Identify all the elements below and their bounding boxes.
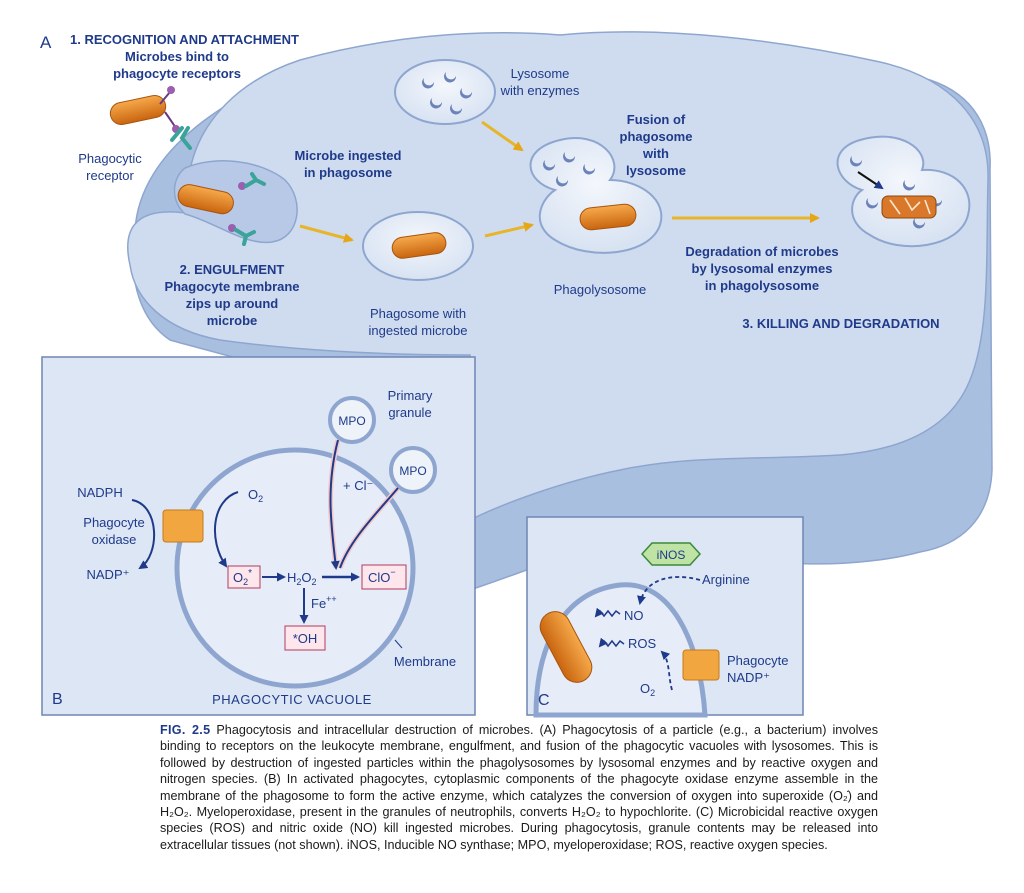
panel-c-letter: C — [538, 692, 550, 709]
panel-c: C iNOS Arginine NO ROS O2 Phagocyte NADP… — [526, 516, 804, 718]
primary-granule-1 — [328, 396, 376, 444]
nadp-label: NADP⁺ — [87, 567, 130, 582]
phagocytic-vacuole — [174, 447, 416, 689]
hydroxyl-box — [284, 625, 326, 651]
panel-b-letter: B — [52, 691, 63, 708]
membrane-label: Membrane — [394, 654, 456, 669]
h2o2-label: H2O2 — [287, 570, 317, 587]
phagosome-label-2: ingested microbe — [369, 323, 468, 338]
nadph-label: NADPH — [77, 485, 123, 500]
engulfment-pocket — [173, 160, 298, 244]
primary-granule-label-2: granule — [388, 405, 431, 420]
arrow-lysosome-to-fusion — [481, 120, 524, 152]
panel-c-microbe — [539, 611, 593, 683]
step2-line1: Phagocyte membrane — [164, 279, 299, 294]
phagocytosis-figure: A 1. RECOGNITION AND ATTACHMENT Microbes… — [40, 31, 993, 718]
phagolysosome-label: Phagolysosome — [554, 282, 647, 297]
step1-title: 1. RECOGNITION AND ATTACHMENT — [70, 32, 299, 47]
figure-label: FIG. 2.5 — [160, 723, 211, 737]
hydroxyl-label: *OH — [293, 631, 318, 646]
receptor-label-2: receptor — [86, 168, 134, 183]
engulfed-microbe — [177, 184, 234, 215]
inos-icon — [640, 542, 702, 566]
phagocytic-receptor-icon — [170, 126, 192, 150]
fusion-line4: lysosome — [626, 163, 686, 178]
panel-c-oxidase-icon — [682, 649, 720, 681]
phagocyte-nadp-label-1: Phagocyte — [727, 653, 788, 668]
lysosome-label-2: with enzymes — [500, 83, 580, 98]
superoxide-box — [227, 565, 261, 589]
step1-line1: Microbes bind to — [125, 49, 229, 64]
mpo-label-1: MPO — [338, 414, 365, 428]
panel-a-letter: A — [40, 33, 52, 52]
degradation-line3: in phagolysosome — [705, 278, 819, 293]
phagosome-label-1: Phagosome with — [370, 306, 466, 321]
step3-title: 3. KILLING AND DEGRADATION — [742, 316, 939, 331]
degraded-microbe — [881, 195, 937, 219]
primary-granule-2 — [389, 446, 437, 494]
panel-a: A 1. RECOGNITION AND ATTACHMENT Microbes… — [40, 31, 993, 592]
panel-c-o2-label: O2 — [640, 681, 655, 698]
arginine-label: Arginine — [702, 572, 750, 587]
inos-label: iNOS — [657, 548, 686, 562]
degrading-phagolysosome — [836, 135, 971, 248]
chloride-label: + Cl⁻ — [343, 478, 373, 493]
fusion-line1: Fusion of — [627, 112, 686, 127]
enzyme-granules — [422, 72, 473, 115]
panel-b: B MPO MPO Primary granule + Cl⁻ NADPH Ph… — [41, 356, 476, 716]
vacuole-label: PHAGOCYTIC VACUOLE — [212, 692, 372, 707]
hypochlorite-box — [361, 564, 407, 590]
hypochlorite-label: ClO− — [368, 567, 396, 585]
ingested-line2: in phagosome — [304, 165, 392, 180]
receptor-label-1: Phagocytic — [78, 151, 142, 166]
arrow-to-phagosome — [299, 224, 354, 243]
oxidase-label-1: Phagocyte — [83, 515, 144, 530]
no-label: NO — [624, 608, 644, 623]
phagocyte-nadp-label-2: NADP⁺ — [727, 670, 770, 685]
oxidase-label-2: oxidase — [92, 532, 137, 547]
fusion-line3: with — [642, 146, 669, 161]
superoxide-label: O2* — [233, 568, 252, 587]
free-microbe — [109, 94, 167, 126]
lysosome-label-1: Lysosome — [511, 66, 570, 81]
figure-caption: FIG. 2.5 Phagocytosis and intracellular … — [160, 722, 878, 853]
o2-label: O2 — [248, 487, 263, 504]
mpo-label-2: MPO — [399, 464, 426, 478]
arrow-phagosome-to-fusion — [484, 221, 534, 238]
iron-label: Fe++ — [311, 594, 337, 611]
step2-line3: microbe — [207, 313, 258, 328]
degradation-line2: by lysosomal enzymes — [692, 261, 833, 276]
step2-title: 2. ENGULFMENT — [180, 262, 285, 277]
fusion-line2: phagosome — [620, 129, 693, 144]
caption-text: Phagocytosis and intracellular destructi… — [160, 723, 878, 852]
ros-label: ROS — [628, 636, 657, 651]
phagocyte-oxidase-icon — [162, 509, 204, 543]
primary-granule-label-1: Primary — [388, 388, 433, 403]
ingested-line1: Microbe ingested — [295, 148, 402, 163]
step1-line2: phagocyte receptors — [113, 66, 241, 81]
lysosome — [394, 59, 496, 125]
step2-line2: zips up around — [186, 296, 279, 311]
degradation-line1: Degradation of microbes — [685, 244, 838, 259]
